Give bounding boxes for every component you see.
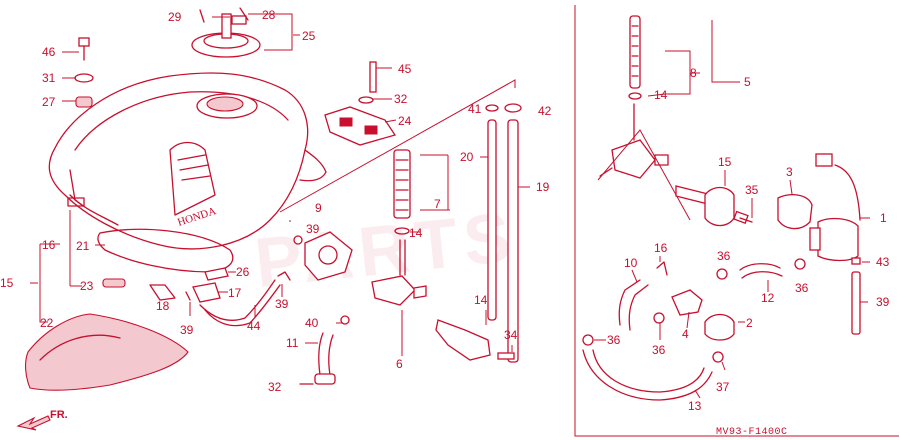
callout-12: 12 [761, 291, 775, 305]
callout-42: 42 [538, 104, 552, 118]
tank-mount-bracket [324, 61, 397, 146]
callout-31: 29 [168, 10, 182, 24]
callout-41: 40 [305, 316, 319, 330]
front-direction-arrow: FR. [16, 409, 68, 431]
fuel-tank [48, 72, 327, 250]
callout-37: 39 [306, 222, 320, 236]
callout-3: 3 [786, 165, 793, 179]
callout-1: 1 [880, 211, 887, 225]
callout-22: 20 [460, 150, 474, 164]
callout-19: 17 [228, 286, 242, 300]
center-inset-frame [279, 79, 516, 213]
callout-28: 26 [236, 265, 250, 279]
callout-8: 8 [690, 66, 697, 80]
callout-27: 25 [302, 29, 316, 43]
callout-6: 6 [396, 357, 403, 371]
callout-7: 7 [434, 197, 441, 211]
callout-44: 44 [247, 319, 261, 333]
callout-15-center: 14 [474, 293, 488, 307]
callout-39-left: 39 [180, 323, 194, 337]
callout-40: 41 [468, 102, 482, 116]
callout-38: 39 [876, 295, 890, 309]
callout-17: 15 [0, 276, 14, 290]
callout-32-center: 34 [504, 328, 518, 342]
right-inset-frame [574, 5, 899, 437]
tank-bolt-set [74, 37, 94, 108]
callout-21: 19 [536, 180, 550, 194]
callout-numbers: 29 28 25 46 31 27 45 32 24 16 21 15 23 2… [0, 8, 890, 438]
callout-36-a: 36 [717, 249, 731, 263]
callout-34: 32 [394, 92, 408, 106]
callout-46: 46 [42, 45, 56, 59]
callout-33: 31 [42, 71, 56, 85]
callout-45: 45 [398, 62, 412, 76]
small-tank-parts [102, 267, 281, 327]
tank-cap-assembly [191, 7, 261, 58]
leader-lines [30, 13, 870, 399]
callout-32-right: 35 [745, 183, 759, 197]
callout-24: 22 [40, 316, 54, 330]
inset-fuel-cock [599, 15, 669, 179]
callout-29: 27 [42, 95, 56, 109]
drawing-code: MV93-F1400C [716, 427, 788, 438]
callout-20: 18 [156, 299, 170, 313]
callout-13: 13 [688, 399, 702, 413]
callout-25: 23 [80, 279, 94, 293]
callout-16: 16 [654, 241, 668, 255]
callout-11: 11 [286, 336, 299, 350]
inset-sub-frame [597, 129, 691, 221]
callout-10: 10 [624, 256, 638, 270]
callout-26: 24 [398, 114, 412, 128]
callout-39-center: 39 [275, 297, 289, 311]
callout-15-right: 15 [718, 155, 732, 169]
inset-hoses-filter [582, 217, 806, 401]
callout-36-c: 36 [607, 333, 621, 347]
callout-9: 9 [315, 201, 322, 215]
callout-35: 32 [268, 380, 282, 394]
center-hoses [277, 103, 522, 385]
inset-pump-parts [675, 153, 861, 335]
fuel-cock-assembly [293, 149, 427, 306]
callout-23: 21 [76, 239, 90, 253]
callout-14-right: 14 [654, 88, 668, 102]
rear-tank-pad [25, 313, 189, 391]
callout-30: 28 [262, 8, 276, 22]
callout-43: 43 [876, 255, 890, 269]
callout-14-center: 14 [409, 226, 423, 240]
callout-2: 2 [746, 316, 753, 330]
callout-5: 5 [744, 75, 751, 89]
callout-18: 16 [42, 238, 56, 252]
callout-36-b: 36 [795, 281, 809, 295]
callout-36-e: 37 [716, 380, 730, 394]
callout-4: 4 [682, 327, 689, 341]
front-direction-label: FR. [50, 409, 68, 421]
callout-36-d: 36 [652, 343, 666, 357]
